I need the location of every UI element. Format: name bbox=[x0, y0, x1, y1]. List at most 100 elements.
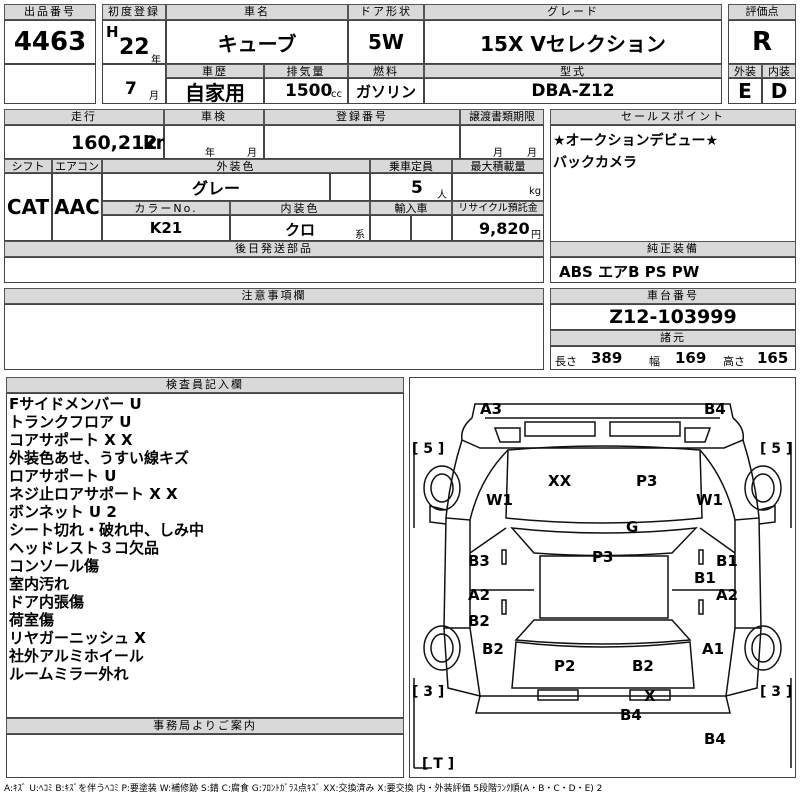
damage-b4-mid: B4 bbox=[620, 706, 642, 724]
damage-x: X bbox=[644, 687, 656, 705]
damage-a1: A1 bbox=[702, 640, 725, 658]
score: R bbox=[751, 27, 773, 57]
yen-unit: 円 bbox=[531, 230, 541, 241]
lot-blank bbox=[4, 64, 96, 104]
shift-label: シフト bbox=[4, 159, 52, 173]
damage-g: G bbox=[626, 518, 639, 536]
inspector-note: リヤガーニッシュ X bbox=[9, 629, 146, 647]
reg-no-label: 登録番号 bbox=[264, 109, 460, 125]
damage-xx: XX bbox=[548, 472, 572, 490]
year-unit: 年 bbox=[151, 55, 161, 66]
shift: CAT bbox=[6, 195, 50, 219]
import-box-1 bbox=[370, 215, 411, 241]
specs-label: 諸元 bbox=[550, 330, 796, 346]
exterior-label: 外装 bbox=[728, 64, 762, 78]
length: 389 bbox=[591, 349, 623, 367]
tire-rl: [ 3 ] bbox=[412, 684, 445, 700]
damage-b2-trunk: B2 bbox=[632, 657, 654, 675]
history: 自家用 bbox=[185, 80, 245, 105]
damage-b2-left: B2 bbox=[468, 612, 490, 630]
equipment: ABS エアB PS PW bbox=[559, 263, 700, 281]
door-type: 5W bbox=[368, 30, 404, 54]
model-type: DBA-Z12 bbox=[531, 81, 615, 101]
mileage: 160,212 bbox=[71, 132, 158, 154]
insp-year-unit: 年 bbox=[205, 148, 215, 159]
damage-a3: A3 bbox=[480, 400, 503, 418]
inspector-note: シート切れ・破れ中、しみ中 bbox=[9, 521, 205, 539]
sales-point-2: バックカメラ bbox=[553, 155, 637, 171]
inspector-note: コアサポート X X bbox=[9, 431, 133, 449]
inspector-note: 室内汚れ bbox=[9, 575, 70, 593]
lot-no-box: 4463 bbox=[4, 20, 96, 64]
displacement-label: 排気量 bbox=[264, 64, 348, 78]
inspector-note: トランクフロア U bbox=[9, 413, 132, 431]
transfer-day-unit: 月 bbox=[527, 148, 537, 159]
inspection-label: 車検 bbox=[164, 109, 264, 125]
inspector-note: ルームミラー外れ bbox=[9, 665, 129, 683]
capacity-label: 乗車定員 bbox=[370, 159, 452, 173]
damage-a2-right: A2 bbox=[716, 586, 739, 604]
sales-point-1: ★オークションデビュー★ bbox=[553, 133, 719, 149]
reg-month: 7 bbox=[125, 79, 137, 99]
inspector-note: ヘッドレスト３コ欠品 bbox=[9, 539, 160, 557]
interior-label: 内装 bbox=[762, 64, 796, 78]
damage-legend: A:ｷｽﾞ U:ﾍｺﾐ B:ｷｽﾞを伴うﾍｺﾐ P:要塗装 W:補修跡 S:錆 … bbox=[4, 784, 603, 794]
lot-no: 4463 bbox=[13, 27, 87, 57]
tire-fr: [ 5 ] bbox=[760, 441, 793, 457]
fuel-label: 燃料 bbox=[348, 64, 424, 78]
damage-b3: B3 bbox=[468, 552, 490, 570]
chassis-no: Z12-103999 bbox=[609, 306, 737, 328]
int-color: クロ bbox=[285, 221, 316, 239]
inspector-note: ドア内張傷 bbox=[9, 593, 85, 611]
car-outline bbox=[413, 403, 792, 769]
damage-b4-top: B4 bbox=[704, 400, 726, 418]
history-label: 車歴 bbox=[166, 64, 264, 78]
displacement: 1500 bbox=[285, 81, 333, 101]
capacity: 5 bbox=[411, 178, 423, 198]
insp-month-unit: 月 bbox=[247, 148, 257, 159]
import-box-2 bbox=[411, 215, 452, 241]
lot-no-label: 出品番号 bbox=[4, 4, 96, 20]
equipment-label: 純正装備 bbox=[550, 241, 796, 257]
car-name-label: 車名 bbox=[166, 4, 348, 20]
era: H bbox=[106, 23, 119, 41]
transfer-label: 譲渡書類期限 bbox=[460, 109, 544, 125]
sales-points: ★オークションデビュー★ バックカメラ bbox=[550, 125, 796, 254]
damage-w1-left: W1 bbox=[486, 491, 513, 509]
model-type-label: 型式 bbox=[424, 64, 722, 78]
caution-label: 注意事項欄 bbox=[4, 288, 544, 304]
fuel: ガソリン bbox=[355, 82, 416, 101]
car-name: キューブ bbox=[217, 31, 297, 56]
damage-b2-left-2: B2 bbox=[482, 640, 504, 658]
reg-month-box: 7 月 bbox=[102, 64, 166, 104]
color-no-label: カラーNo. bbox=[102, 201, 230, 215]
damage-diagram: A3 B4 [ 5 ] [ 5 ] XX P3 W1 W1 G P3 B3 B1… bbox=[409, 377, 796, 778]
import-label: 輸入車 bbox=[370, 201, 452, 215]
mileage-label: 走行 bbox=[4, 109, 164, 125]
inspector-note: 荷室傷 bbox=[9, 611, 55, 629]
office-info-label: 事務局よりご案内 bbox=[6, 718, 404, 734]
tire-rr: [ 3 ] bbox=[760, 684, 793, 700]
reg-no-box bbox=[264, 125, 460, 159]
first-reg-label: 初度登録 bbox=[102, 4, 166, 20]
damage-p3-hood: P3 bbox=[636, 472, 658, 490]
first-reg-box: H 22 年 bbox=[102, 20, 166, 66]
exterior-score: E bbox=[738, 79, 752, 103]
inspector-note: コンソール傷 bbox=[9, 557, 100, 575]
chassis-label: 車台番号 bbox=[550, 288, 796, 304]
inspector-note: Fサイドメンバー U bbox=[9, 395, 142, 413]
inspector-note: ネジ止ロアサポート X X bbox=[9, 485, 178, 503]
damage-b1: B1 bbox=[716, 552, 738, 570]
ext-color: グレー bbox=[191, 179, 240, 198]
color-no: K21 bbox=[149, 219, 183, 237]
recycle-label: リサイクル預託金 bbox=[452, 201, 544, 215]
door-label: ドア形状 bbox=[348, 4, 424, 20]
interior-score: D bbox=[770, 79, 788, 103]
ext-color-label: 外装色 bbox=[102, 159, 370, 173]
kei-unit: 系 bbox=[355, 230, 365, 241]
aircon-label: エアコン bbox=[52, 159, 102, 173]
recycle: 9,820 bbox=[479, 219, 530, 238]
aircon: AAC bbox=[54, 195, 100, 219]
damage-p2: P2 bbox=[554, 657, 576, 675]
